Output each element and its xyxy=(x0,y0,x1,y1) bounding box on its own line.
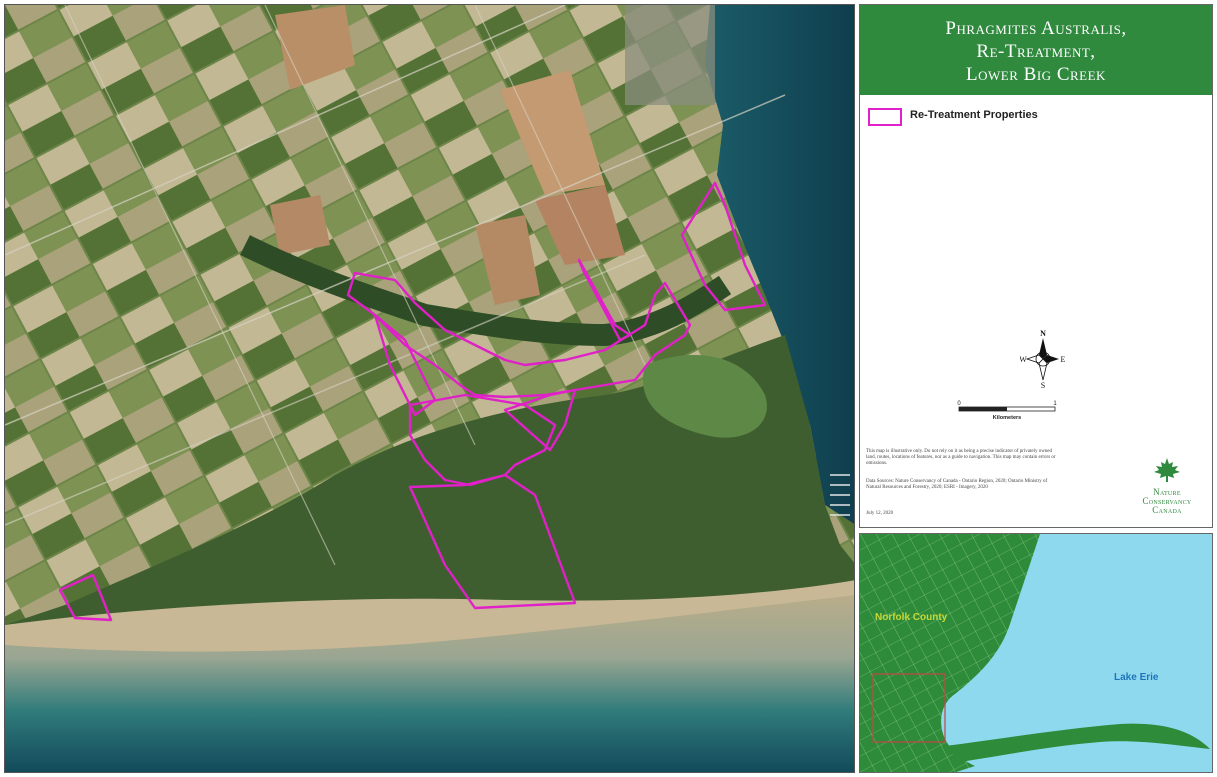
legend-swatch-retreatment xyxy=(868,108,902,126)
inner-bay-water xyxy=(705,5,854,524)
road xyxy=(5,94,786,426)
svg-text:1: 1 xyxy=(1053,401,1057,407)
road xyxy=(5,254,646,526)
town xyxy=(625,5,715,105)
map-date: July 12, 2020 xyxy=(866,511,894,516)
road xyxy=(64,5,336,566)
compass-n: N xyxy=(1040,329,1046,338)
aerial-imagery xyxy=(5,5,854,772)
road xyxy=(264,5,476,446)
title-line-2: Re-Treatment, xyxy=(976,41,1096,62)
creek-valley xyxy=(240,235,732,347)
marsh xyxy=(643,355,767,438)
aerial-map[interactable] xyxy=(4,4,855,773)
boundary-east-marsh[interactable] xyxy=(680,181,767,312)
field xyxy=(535,185,625,265)
compass-rose-icon: N S W E xyxy=(1019,327,1066,394)
boundary-central-east[interactable] xyxy=(503,388,577,452)
compass-s: S xyxy=(1041,381,1045,389)
maple-leaf-icon xyxy=(1154,458,1180,482)
forest-wetland xyxy=(5,335,854,625)
inset-label-lake-erie: Lake Erie xyxy=(1114,672,1159,683)
title-line-3: Lower Big Creek xyxy=(966,64,1106,85)
road xyxy=(474,5,646,366)
legend-label-retreatment: Re-Treatment Properties xyxy=(910,109,1038,121)
field xyxy=(500,70,605,195)
boundary-south-tract[interactable] xyxy=(408,473,577,610)
compass-e: E xyxy=(1061,355,1066,364)
inset-long-point xyxy=(945,723,1210,762)
data-source-text: Data Sources: Nature Conservancy of Cana… xyxy=(866,479,1048,490)
svg-text:Kilometers: Kilometers xyxy=(993,415,1021,421)
inset-locator-map[interactable]: Norfolk County Lake Erie xyxy=(859,533,1213,773)
ncc-wordmark: Nature Conservancy Canada xyxy=(1142,487,1192,515)
boundary-southwest[interactable] xyxy=(58,573,113,622)
ncc-logo: Nature Conservancy Canada xyxy=(1128,457,1206,515)
marina xyxy=(830,474,850,516)
field xyxy=(270,195,330,255)
beach xyxy=(5,580,854,674)
title-line-1: Phragmites Australis, xyxy=(945,18,1127,39)
inset-land-norfolk xyxy=(860,534,1040,772)
inset-extent-box[interactable] xyxy=(872,673,946,743)
map-info-panel: Phragmites Australis, Re-Treatment, Lowe… xyxy=(859,4,1213,528)
inset-label-norfolk: Norfolk County xyxy=(875,612,948,623)
lake-erie-water xyxy=(5,595,854,772)
compass-w: W xyxy=(1020,355,1027,364)
boundary-central[interactable] xyxy=(408,393,557,487)
svg-text:0: 0 xyxy=(957,401,961,407)
boundary-creek-north[interactable] xyxy=(346,271,692,399)
inset-map-graphic xyxy=(860,534,1210,772)
scale-bar: 0 1 Kilometers xyxy=(955,398,1065,429)
road xyxy=(5,5,566,256)
field xyxy=(475,215,540,305)
boundary-thin-strip[interactable] xyxy=(577,258,632,342)
map-title: Phragmites Australis, Re-Treatment, Lowe… xyxy=(860,5,1212,95)
boundary-west-strip[interactable] xyxy=(373,313,437,417)
disclaimer-text: This map is illustrative only. Do not re… xyxy=(866,449,1056,466)
retreatment-boundaries[interactable] xyxy=(58,181,767,622)
